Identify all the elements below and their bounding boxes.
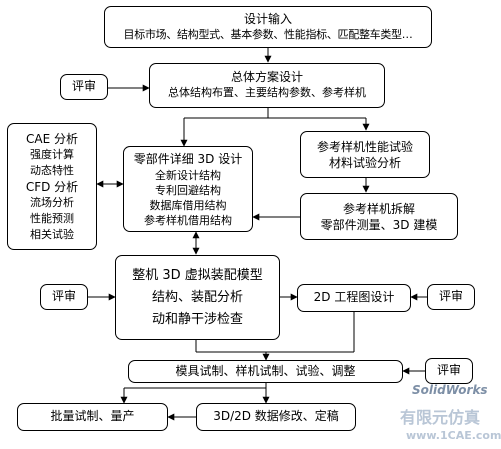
- review-box-2: 评审: [40, 284, 88, 310]
- ref-test-line-1: 材料试验分析: [328, 156, 401, 170]
- ref-disassembly-box: 参考样机拆解 零部件测量、3D 建模: [300, 193, 458, 240]
- data-revision-box: 3D/2D 数据修改、定稿: [196, 403, 356, 431]
- detail-design-box: 零部件详细 3D 设计 全新设计结构 专利回避结构 数据库借用结构 参考样机借用…: [123, 146, 253, 232]
- detail-design-title: 零部件详细 3D 设计: [133, 152, 243, 166]
- detail-design-line-1: 专利回避结构: [155, 184, 221, 197]
- overall-design-title: 总体方案设计: [230, 70, 303, 84]
- cae-line-6: 相关试验: [30, 228, 74, 241]
- detail-design-line-0: 全新设计结构: [155, 169, 221, 182]
- cae-line-4: 流场分析: [30, 196, 74, 209]
- drawing-label: 2D 工程图设计: [313, 290, 395, 304]
- watermark-url: www.1CAE.com: [406, 429, 501, 442]
- cae-line-0: CAE 分析: [26, 132, 78, 146]
- ref-disassembly-line-1: 零部件测量、3D 建模: [320, 218, 438, 232]
- review-label-4: 评审: [436, 363, 461, 377]
- cae-line-5: 性能预测: [30, 212, 74, 225]
- design-input-title: 设计输入: [243, 12, 292, 26]
- design-input-box: 设计输入 目标市场、结构型式、基本参数、性能指标、匹配整车类型…: [104, 6, 432, 48]
- cae-analysis-box: CAE 分析 强度计算 动态特性 CFD 分析 流场分析 性能预测 相关试验: [7, 123, 97, 250]
- cae-line-2: 动态特性: [30, 164, 74, 177]
- detail-design-line-3: 参考样机借用结构: [144, 214, 232, 227]
- trial-label: 模具试制、样机试制、试验、调整: [175, 364, 356, 378]
- review-label-3: 评审: [438, 289, 463, 303]
- cae-line-3: CFD 分析: [25, 180, 79, 194]
- review-box-3: 评审: [427, 284, 475, 310]
- overall-design-box: 总体方案设计 总体结构布置、主要结构参数、参考样机: [149, 63, 385, 108]
- assembly-line-0: 整机 3D 虚拟装配模型: [132, 268, 263, 283]
- review-label-2: 评审: [51, 289, 76, 303]
- watermark-cn: 有限元仿真: [400, 408, 481, 427]
- design-input-detail: 目标市场、结构型式、基本参数、性能指标、匹配整车类型…: [123, 28, 413, 41]
- mass-production-label: 批量试制、量产: [50, 409, 135, 423]
- flow-connectors: [88, 48, 427, 421]
- ref-disassembly-line-0: 参考样机拆解: [342, 202, 415, 216]
- cae-line-1: 强度计算: [30, 148, 74, 161]
- ref-test-box: 参考样机性能试验 材料试验分析: [300, 131, 430, 178]
- assembly-box: 整机 3D 虚拟装配模型 结构、装配分析 动和静干涉检查: [115, 255, 280, 340]
- drawing-box: 2D 工程图设计: [297, 284, 411, 312]
- review-box-4: 评审: [425, 358, 473, 384]
- review-box-1: 评审: [60, 74, 108, 100]
- review-label-1: 评审: [71, 79, 96, 93]
- overall-design-detail: 总体结构布置、主要结构参数、参考样机: [168, 86, 366, 99]
- detail-design-line-2: 数据库借用结构: [149, 199, 227, 212]
- data-revision-label: 3D/2D 数据修改、定稿: [213, 409, 339, 423]
- mass-production-box: 批量试制、量产: [17, 403, 168, 431]
- ref-test-line-0: 参考样机性能试验: [316, 140, 413, 154]
- assembly-line-2: 动和静干涉检查: [151, 312, 243, 327]
- watermark-top: SolidWorks: [412, 383, 488, 397]
- trial-box: 模具试制、样机试制、试验、调整: [128, 360, 403, 383]
- assembly-line-1: 结构、装配分析: [151, 290, 243, 305]
